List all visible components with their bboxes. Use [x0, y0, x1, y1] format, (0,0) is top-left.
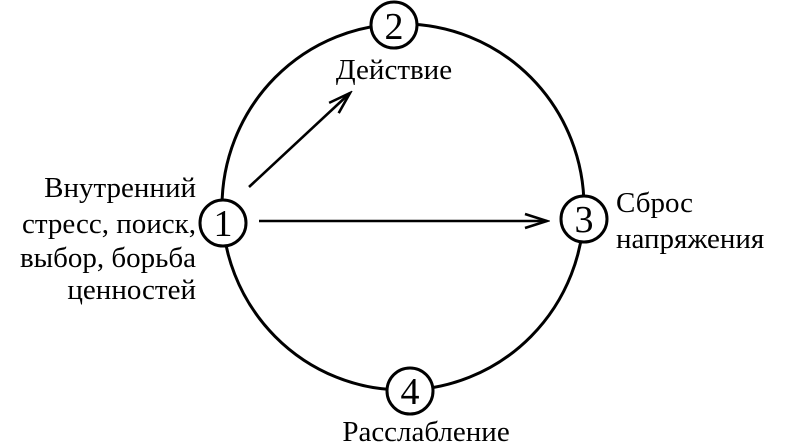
- node-3-label-line-1: Сброс: [616, 187, 693, 219]
- node-3: 3: [559, 194, 609, 244]
- node-1-label-line-4: ценностей: [67, 274, 196, 306]
- node-3-number: 3: [575, 199, 594, 241]
- node-1-label-line-1: Внутренний: [44, 172, 196, 204]
- node-3-label-line-2: напряжения: [616, 223, 764, 255]
- node-4: 4: [385, 366, 435, 416]
- node-1-circle: [198, 198, 248, 248]
- node-4-circle: [385, 366, 435, 416]
- node-2: 2: [369, 0, 419, 50]
- node-3-label: Сброс напряжения: [616, 187, 764, 255]
- node-4-label: Расслабление: [342, 416, 509, 443]
- node-3-circle: [559, 194, 609, 244]
- node-1-label-line-3: выбор, борьба: [20, 242, 196, 274]
- node-1-number: 1: [214, 203, 233, 245]
- node-2-label: Действие: [336, 54, 452, 86]
- node-1-label: Внутренний стресс, поиск, выбор, борьба …: [20, 172, 196, 306]
- arrow-node1-to-node2: [248, 93, 350, 188]
- node-4-number: 4: [401, 371, 420, 413]
- node-1-label-line-2: стресс, поиск,: [22, 208, 196, 240]
- node-1: 1: [198, 198, 248, 248]
- node-2-circle: [369, 0, 419, 50]
- node-2-number: 2: [385, 6, 404, 48]
